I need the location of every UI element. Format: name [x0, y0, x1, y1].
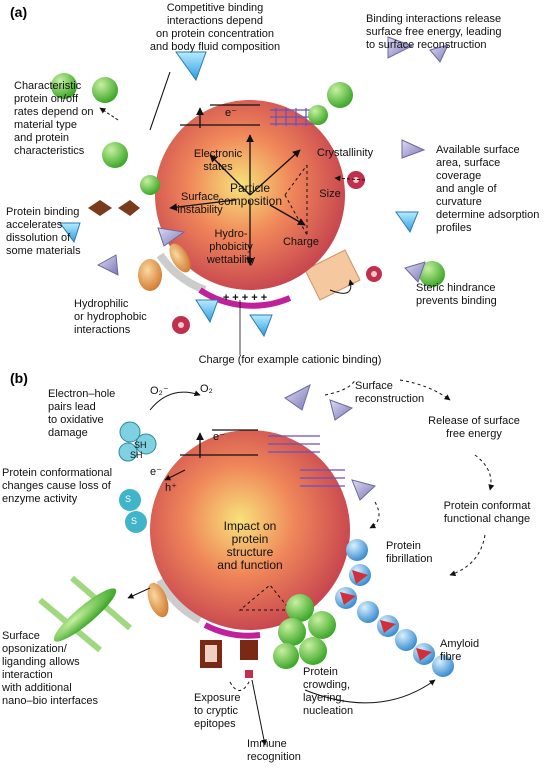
green-protein [299, 637, 327, 665]
surface-area-annotation: Available surface area, surface coverage… [436, 144, 540, 234]
size-label: Size [319, 188, 341, 200]
green-protein [308, 105, 328, 125]
hole-label: h⁺ [165, 482, 177, 494]
hydrophilic-annotation: Hydrophilic or hydrophobic interactions [74, 298, 147, 336]
steric-hindrance-annotation: Steric hindrance prevents binding [416, 282, 497, 307]
electron-label: e⁻ [225, 107, 237, 119]
lavender-protein [329, 399, 354, 421]
green-protein [286, 594, 314, 622]
lavender-protein [157, 227, 186, 247]
blue-protein [395, 211, 419, 234]
star-protein [172, 316, 190, 334]
nanoparticle-b [150, 430, 350, 630]
brown-protein [88, 200, 112, 216]
green-protein [92, 77, 118, 103]
crystal-lattice-icon [268, 435, 345, 487]
brown-protein [118, 200, 140, 216]
charge-bar [198, 287, 292, 309]
green-protein [308, 611, 336, 639]
green-protein [102, 142, 128, 168]
conformational-annotation: Protein conformational changes cause los… [2, 467, 113, 505]
electron-label: e⁻ [150, 466, 162, 478]
green-protein [140, 175, 160, 195]
conformat-functional-annotation: Protein conformat functional change [443, 500, 531, 525]
amyloid-chain-icon [335, 539, 454, 677]
membrane-icon [38, 575, 132, 653]
amyloid-fibre-annotation: Amyloid fibre [440, 638, 480, 663]
electron-label: e⁻ [213, 431, 225, 443]
green-protein [51, 73, 77, 99]
charge-label: Charge [282, 236, 320, 248]
cryptic-epitope-icon [200, 640, 258, 678]
sh-label: SH [130, 450, 143, 460]
on-off-rates-annotation: Characteristic protein on/off rates depe… [14, 80, 94, 157]
orange-protein [147, 582, 169, 618]
sphere-center-label: Particle composition [217, 181, 283, 208]
blue-protein [59, 222, 81, 244]
lavender-protein [284, 383, 311, 411]
orange-protein [138, 259, 162, 291]
o2-minus-label: O₂⁻ [150, 385, 169, 397]
dissolution-annotation: Protein binding accelerates dissolution … [6, 206, 81, 257]
panel-a-label: (a) [10, 4, 28, 20]
lavender-protein [96, 254, 119, 276]
green-protein [278, 618, 306, 646]
binding-release-annotation: Binding interactions release surface fre… [366, 13, 502, 51]
sh-label: SH [134, 440, 147, 450]
blue-protein [175, 51, 207, 82]
free-energy-annotation: Release of surface free energy [428, 415, 520, 440]
coating-band [156, 578, 202, 624]
sh-protein-icon [118, 421, 157, 533]
crystallinity-label: Crystallinity [316, 147, 374, 159]
surface-instability-label: Surface instability [177, 191, 223, 216]
s-label: S [131, 516, 138, 526]
hydrophobicity-label: Hydro- phobicity wettability [206, 228, 256, 266]
lavender-protein [404, 261, 426, 283]
crowding-annotation: Protein crowding, layering, nucleation [303, 666, 354, 717]
immune-recognition-annotation: Immune recognition [247, 738, 301, 763]
surface-reconstruction-annotation: Surface reconstruction [355, 380, 425, 405]
competitive-binding-annotation: Competitive binding interactions depend … [149, 2, 281, 53]
lavender-protein [401, 139, 426, 159]
steric-wedge [304, 249, 361, 301]
charge-bar [203, 622, 261, 639]
lavender-protein [387, 36, 414, 59]
green-protein [419, 261, 445, 287]
star-protein [347, 171, 365, 189]
electron-hole-annotation: Electron–hole pairs lead to oxidative da… [48, 388, 116, 439]
fibrillation-annotation: Protein fibrillation [386, 540, 433, 565]
star-protein [366, 266, 382, 282]
electronic-states-label: Electronic states [193, 148, 243, 173]
opsonization-annotation: Surface opsonization/ liganding allows i… [2, 630, 99, 707]
green-protein [273, 643, 299, 669]
charge-signs: + + + + + [222, 292, 268, 304]
s-label: S [125, 494, 132, 504]
o2-label: O₂ [200, 383, 213, 395]
cryptic-epitopes-annotation: Exposure to cryptic epitopes [194, 692, 241, 730]
green-protein [327, 82, 353, 108]
blue-protein [249, 314, 273, 338]
panel-b-label: (b) [10, 370, 28, 386]
charge-caption: Charge (for example cationic binding) [198, 354, 382, 366]
blue-protein [195, 299, 219, 324]
sphere-center-label: Impact on protein structure and function [217, 519, 283, 572]
lavender-protein [351, 479, 377, 501]
coating-band [156, 252, 207, 294]
lavender-protein [429, 44, 449, 63]
orange-protein [169, 243, 191, 273]
